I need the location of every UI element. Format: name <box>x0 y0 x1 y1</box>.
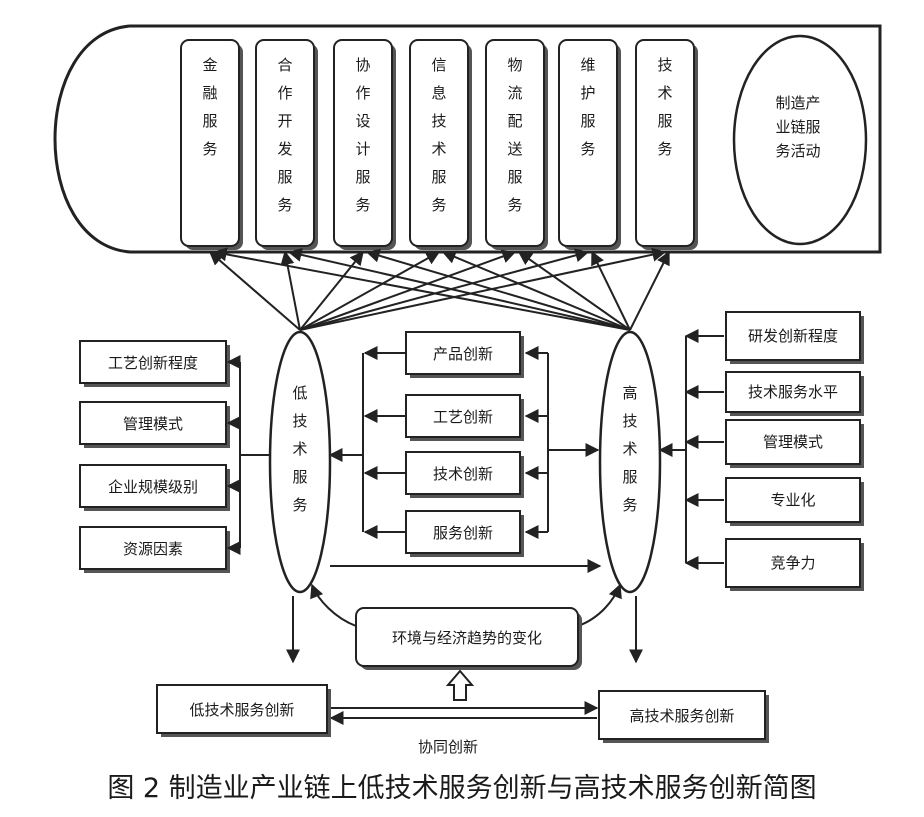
right-factor-label: 竞争力 <box>770 554 815 572</box>
arrow-low-to-pillar <box>208 251 301 331</box>
left-factor-box <box>79 464 227 508</box>
right-factor-label: 专业化 <box>770 491 815 509</box>
left-factor-box <box>79 526 227 570</box>
right-factor-label: 技术服务水平 <box>748 383 838 401</box>
pillar-label-collab-design: 协作设计服务 <box>355 56 370 214</box>
right-factor-box <box>725 538 861 588</box>
pillar-label-logistics: 物流配送服务 <box>507 56 522 214</box>
pillar-finance <box>180 39 240 247</box>
env-to-high-arrow <box>577 583 622 627</box>
arrow-low-to-pillar <box>299 248 590 331</box>
cross-arrows <box>208 247 670 331</box>
low-tech-service-label: 低技术服务 <box>292 384 307 514</box>
arrow-high-to-pillar <box>287 247 631 331</box>
left-factor-label: 管理模式 <box>123 415 183 433</box>
right-factor-box <box>725 311 861 361</box>
arrow-low-to-pillar <box>299 251 441 331</box>
right-factor-label: 研发创新程度 <box>748 327 838 345</box>
chain-cap-label: 制造产业链服务活动 <box>775 94 820 160</box>
innovation-box <box>405 331 521 375</box>
high-tech-innovation-box <box>598 690 766 740</box>
left-factor-label: 企业规模级别 <box>108 478 198 496</box>
collaborative-innovation-label: 协同创新 <box>418 738 478 756</box>
arrow-high-to-pillar <box>212 247 631 331</box>
service-pillars: 金融服务 合作开发服务 协作设计服务 信息技术服务 物流配送服务 维护服务 技术服务 <box>180 39 698 250</box>
environment-box <box>355 607 579 667</box>
pillar-label-tech: 技术服务 <box>657 56 672 158</box>
figure-caption: 图 2 制造业产业链上低技术服务创新与高技术服务创新简图 <box>107 773 816 804</box>
innovation-label: 工艺创新 <box>433 408 493 426</box>
left-factor-box <box>79 340 227 384</box>
env-to-low-arrow <box>310 583 357 627</box>
chain-cap-ellipse <box>732 34 868 246</box>
low-tech-innovation-label: 低技术服务创新 <box>189 701 294 719</box>
left-factor-label: 资源因素 <box>123 540 183 558</box>
high-tech-service-ellipse <box>598 330 662 594</box>
pillar-info-tech <box>409 39 469 247</box>
left-factor-box <box>79 401 227 445</box>
innovation-box <box>405 451 521 495</box>
environment-label: 环境与经济趋势的变化 <box>392 629 542 647</box>
arrow-high-to-pillar <box>591 250 631 331</box>
arrow-low-to-pillar <box>299 249 517 331</box>
innovation-box <box>405 510 521 554</box>
low-tech-innovation-box <box>156 684 328 734</box>
left-factor-label: 工艺创新程度 <box>108 354 198 372</box>
arrow-high-to-pillar <box>365 248 631 331</box>
pillar-label-cooperative-dev: 合作开发服务 <box>277 56 292 214</box>
pillar-label-maintenance: 维护服务 <box>580 56 595 158</box>
arrow-low-to-pillar <box>299 247 667 331</box>
high-tech-service-label: 高技术服务 <box>622 384 637 514</box>
arrow-high-to-pillar <box>629 250 670 331</box>
innovation-label: 技术创新 <box>433 465 493 483</box>
arrow-low-to-pillar <box>299 250 364 331</box>
pillar-logistics <box>485 39 545 247</box>
right-factor-label: 管理模式 <box>763 433 823 451</box>
innovation-label: 产品创新 <box>433 345 493 363</box>
right-factor-box <box>725 419 861 465</box>
pillar-label-info-tech: 信息技术服务 <box>431 56 446 214</box>
innovation-label: 服务创新 <box>433 524 493 542</box>
arrow-low-to-pillar <box>280 250 301 331</box>
right-factor-box <box>725 477 861 523</box>
pillar-label-finance: 金融服务 <box>202 56 217 158</box>
hollow-up-arrow <box>445 669 475 701</box>
pillar-maintenance <box>558 39 618 247</box>
pillar-tech <box>635 39 695 247</box>
low-tech-service-ellipse <box>268 330 332 594</box>
innovation-box <box>405 394 521 438</box>
arrow-high-to-pillar <box>441 250 631 331</box>
high-tech-innovation-label: 高技术服务创新 <box>629 707 734 725</box>
pillar-cooperative-dev <box>255 39 315 247</box>
connectors <box>226 329 724 725</box>
pillar-collab-design <box>333 39 393 247</box>
right-factor-box <box>725 371 861 413</box>
